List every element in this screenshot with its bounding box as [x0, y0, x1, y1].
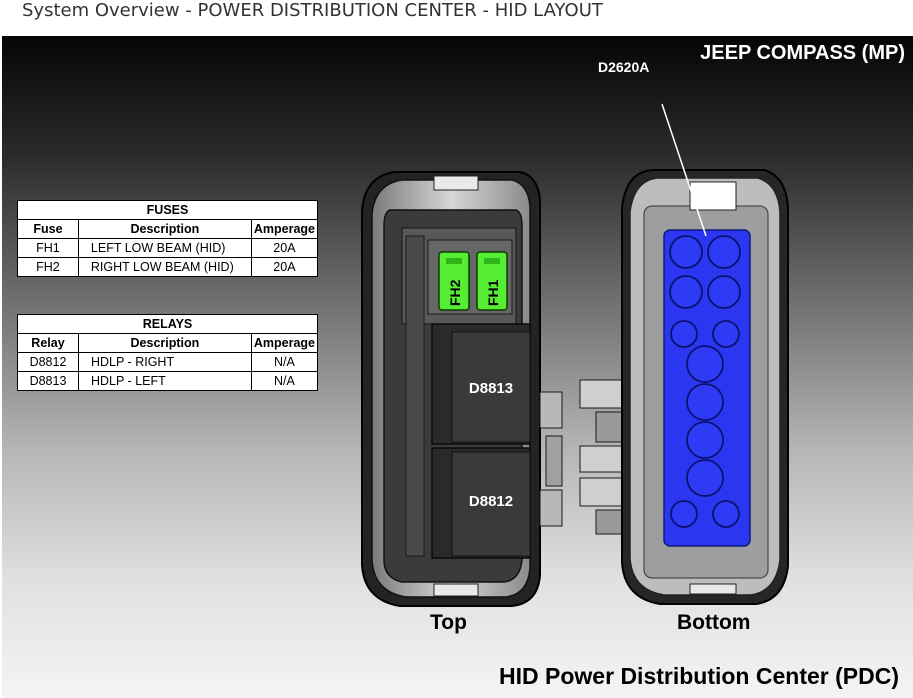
relay-label-d8812: D8812	[469, 493, 513, 510]
table-row: FH1 LEFT LOW BEAM (HID) 20A	[17, 238, 319, 258]
fuse-description: RIGHT LOW BEAM (HID)	[77, 257, 252, 277]
diagram-title: HID Power Distribution Center (PDC)	[499, 663, 899, 689]
relay-amperage: N/A	[250, 371, 319, 391]
fuse-label-fh2: FH2	[447, 279, 463, 306]
connector-callout-label: D2620A	[598, 59, 650, 75]
fuse-id: FH1	[17, 238, 79, 258]
table-row: D8813 HDLP - LEFT N/A	[17, 371, 319, 391]
relay-description: HDLP - LEFT	[77, 371, 252, 391]
relay-label-d8813: D8813	[469, 380, 513, 397]
relay-id: D8812	[17, 352, 79, 372]
relays-table: RELAYS Relay Description Amperage D8812 …	[17, 314, 319, 391]
pdc-hinge	[539, 379, 627, 535]
fuse-id: FH2	[17, 257, 79, 277]
fuse-label-fh1: FH1	[485, 279, 501, 306]
relay-d8813: D8813	[431, 323, 531, 445]
connector-d2620a	[663, 229, 751, 547]
page-title: System Overview - POWER DISTRIBUTION CEN…	[22, 0, 603, 21]
fuses-table: FUSES Fuse Description Amperage FH1 LEFT…	[17, 200, 319, 277]
relay-d8812: D8812	[431, 447, 531, 559]
fuse-amperage: 20A	[250, 257, 319, 277]
relay-id: D8813	[17, 371, 79, 391]
fuse-fh2: FH2	[438, 251, 470, 311]
table-row: FH2 RIGHT LOW BEAM (HID) 20A	[17, 257, 319, 277]
view-label-bottom: Bottom	[677, 611, 751, 634]
vehicle-label: JEEP COMPASS (MP)	[700, 42, 905, 64]
connector-callout-line	[661, 103, 707, 237]
view-label-top: Top	[430, 611, 467, 634]
relays-header-relay: Relay	[17, 333, 79, 353]
fuse-fh1: FH1	[476, 251, 508, 311]
table-row: D8812 HDLP - RIGHT N/A	[17, 352, 319, 372]
fuses-header-amperage: Amperage	[250, 219, 319, 239]
fuses-header-description: Description	[77, 219, 252, 239]
